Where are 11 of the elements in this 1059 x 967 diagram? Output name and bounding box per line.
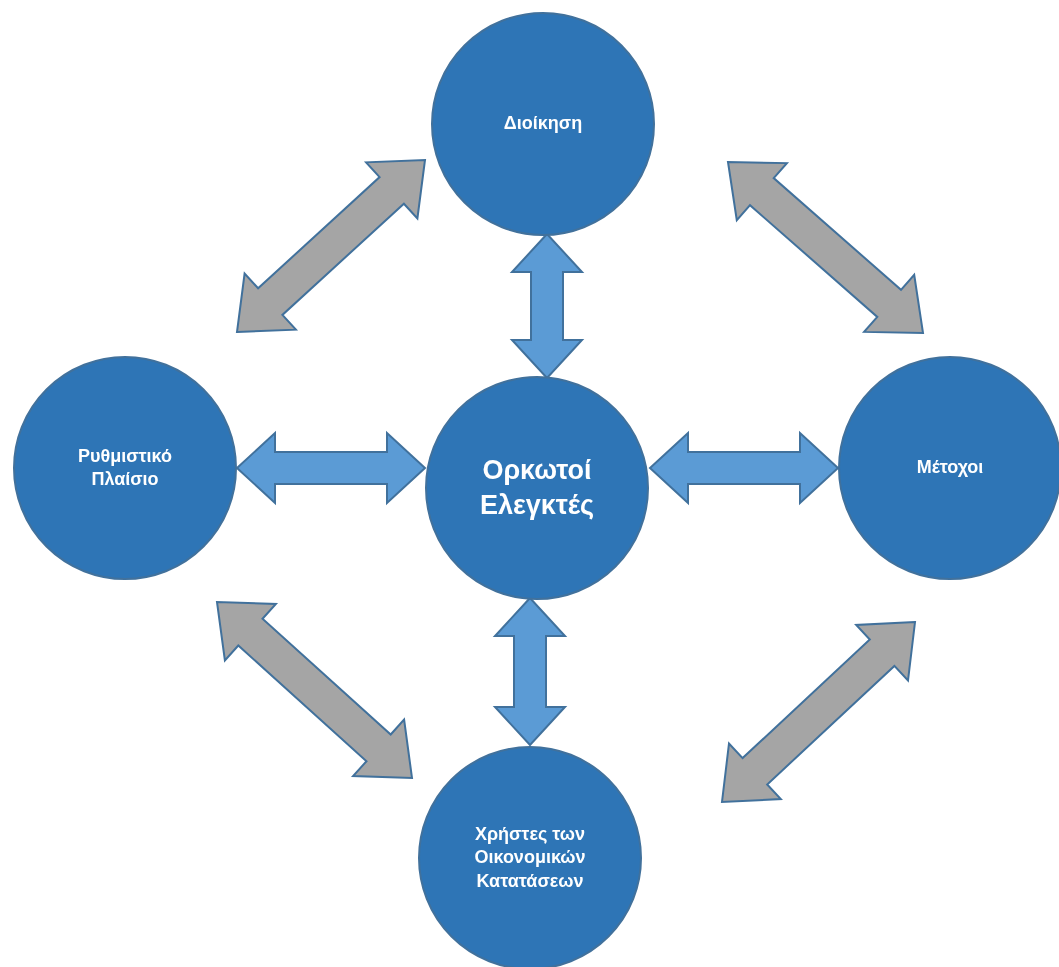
double-arrow [726, 160, 925, 335]
double-arrow [235, 158, 427, 334]
node-label: Μέτοχοι [916, 456, 984, 480]
node-label: Διοίκηση [503, 112, 583, 136]
double-arrow [720, 620, 917, 804]
node-label: Χρήστες των Οικονομικών Κατατάσεων [473, 822, 587, 893]
double-arrow [215, 600, 414, 780]
double-arrow [648, 430, 840, 506]
double-arrow [235, 430, 427, 506]
node-label: Ορκωτοί Ελεγκτές [478, 453, 596, 522]
node-label: Ρυθμιστικό Πλαίσιο [77, 444, 173, 491]
